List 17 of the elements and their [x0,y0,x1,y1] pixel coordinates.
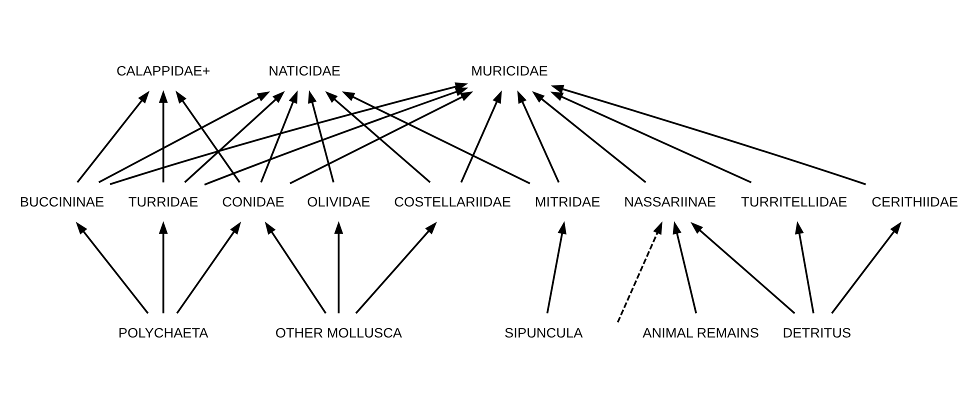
node-text: BUCCININAE [19,194,104,210]
node-text: CALAPPIDAE+ [116,63,210,78]
node-text: SIPUNCULA [504,324,582,340]
node-text: COSTELLARIIDAE [394,194,510,210]
node-text: CERITHIIDAE [871,194,958,210]
node-text: OTHER MOLLUSCA [274,324,402,340]
node-text: NATICIDAE [268,63,340,78]
node-text: ANIMAL REMAINS [642,324,758,340]
node-text: POLYCHAETA [118,324,208,340]
node-text: OLIVIDAE [306,194,370,210]
node-text: CONIDAE [222,194,284,210]
node-text: TURRITELLIDAE [740,194,847,210]
node-text: TURRIDAE [128,194,198,210]
node-text: MURICIDAE [470,63,548,78]
node-text: NASSARIINAE [624,194,716,210]
node-text: DETRITUS [782,324,851,340]
node-text: MITRIDAE [534,194,600,210]
